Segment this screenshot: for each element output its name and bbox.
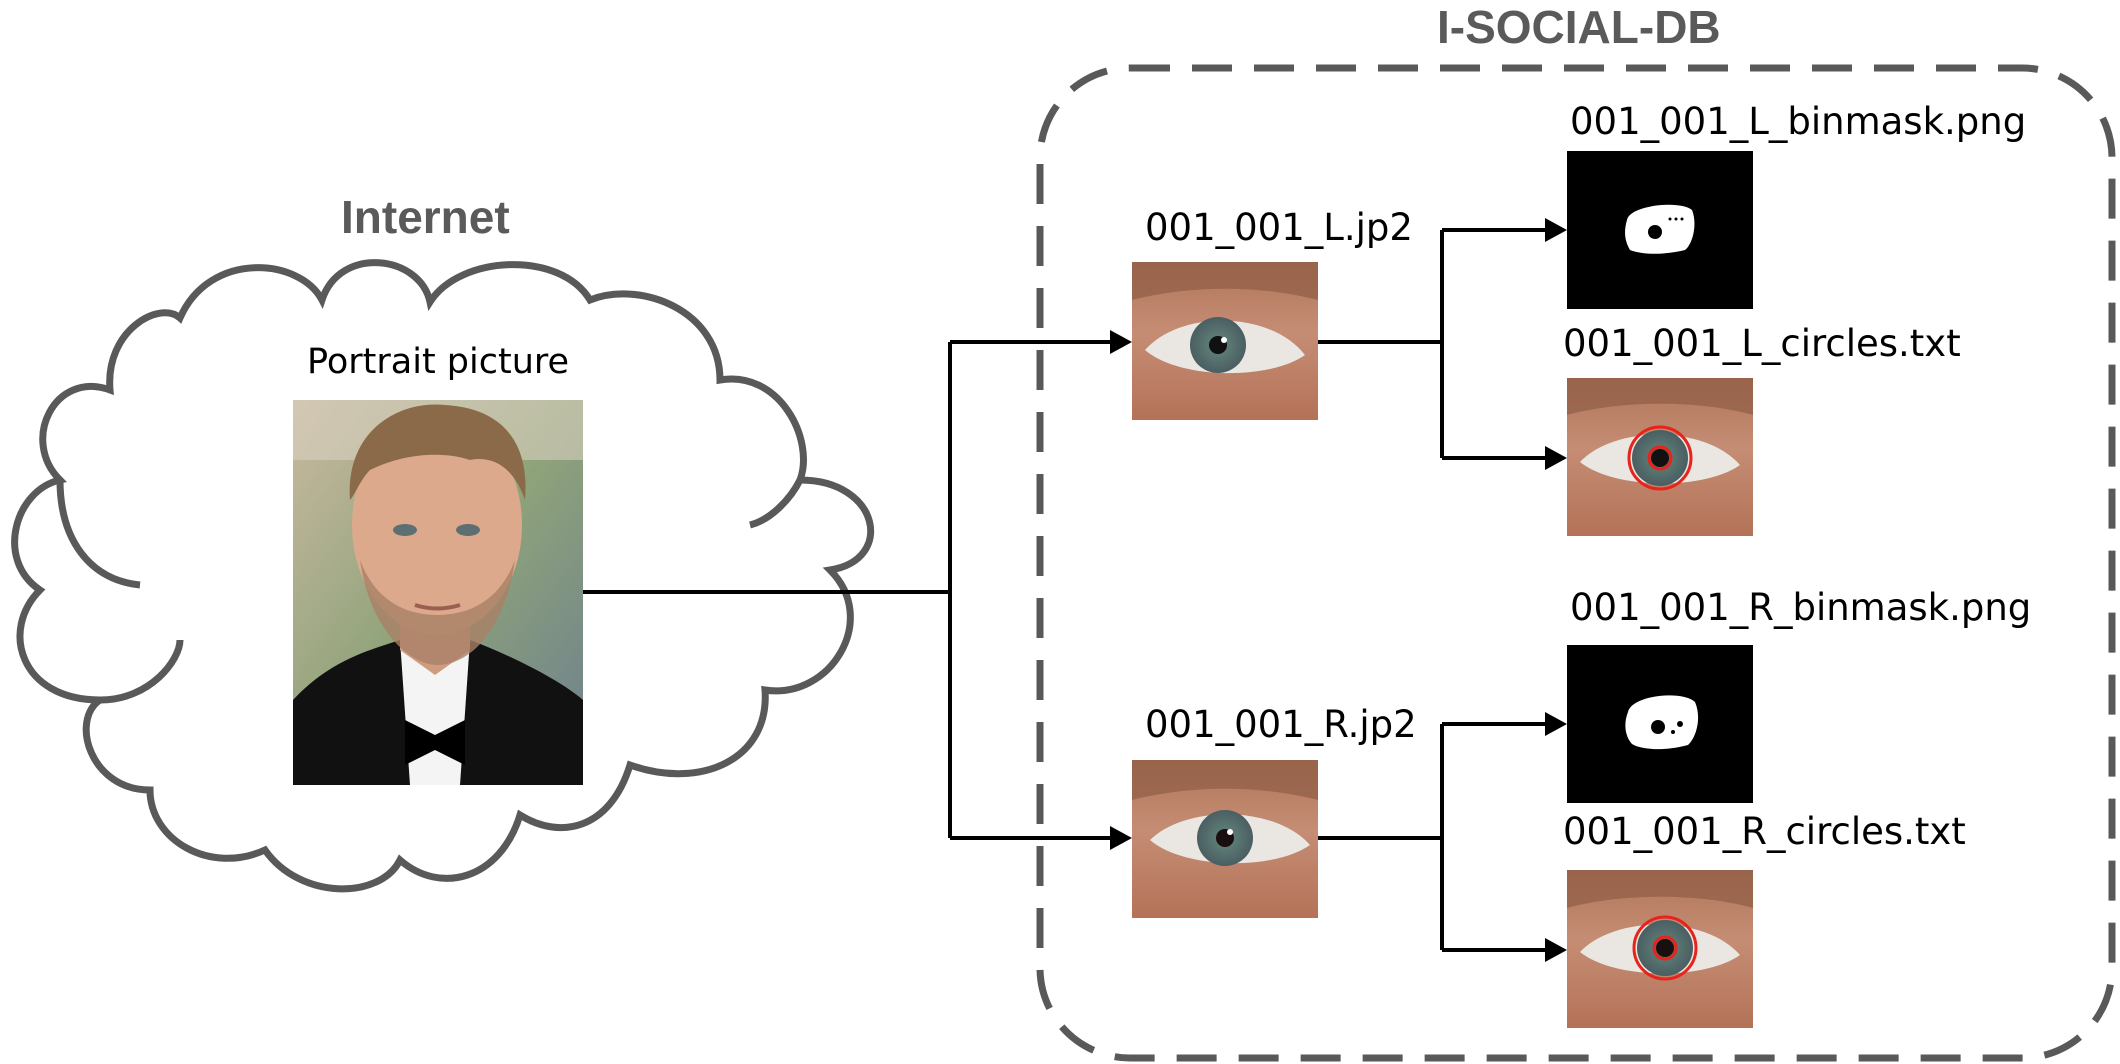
arrowhead-right-eye (1110, 826, 1132, 850)
arrowhead-right-circles (1545, 938, 1567, 962)
portrait-picture (293, 400, 583, 785)
right-circles-filename: 001_001_R_circles.txt (1563, 810, 1966, 853)
left-binmask-filename: 001_001_L_binmask.png (1570, 100, 2027, 143)
right-eye-image (1132, 760, 1318, 918)
arrowhead-left-eye (1110, 330, 1132, 354)
arrowhead-left-mask (1545, 218, 1567, 242)
left-circles-filename: 001_001_L_circles.txt (1563, 322, 1961, 365)
right-binmask-filename: 001_001_R_binmask.png (1570, 586, 2032, 629)
arrowheads (1110, 218, 1567, 962)
arrowhead-right-mask (1545, 712, 1567, 736)
left-eye-filename: 001_001_L.jp2 (1145, 206, 1413, 249)
left-binmask-image (1567, 151, 1753, 309)
database-title: I-SOCIAL-DB (1437, 1, 1721, 53)
left-circles-image (1567, 378, 1753, 536)
connectors (583, 228, 1545, 952)
internet-title: Internet (341, 191, 510, 243)
arrowhead-left-circles (1545, 446, 1567, 470)
right-circles-image (1567, 870, 1753, 1028)
right-binmask-image (1567, 645, 1753, 803)
database-boundary (1036, 64, 2116, 1062)
left-eye-image (1132, 262, 1318, 420)
portrait-label: Portrait picture (307, 342, 570, 382)
right-eye-filename: 001_001_R.jp2 (1145, 703, 1417, 746)
